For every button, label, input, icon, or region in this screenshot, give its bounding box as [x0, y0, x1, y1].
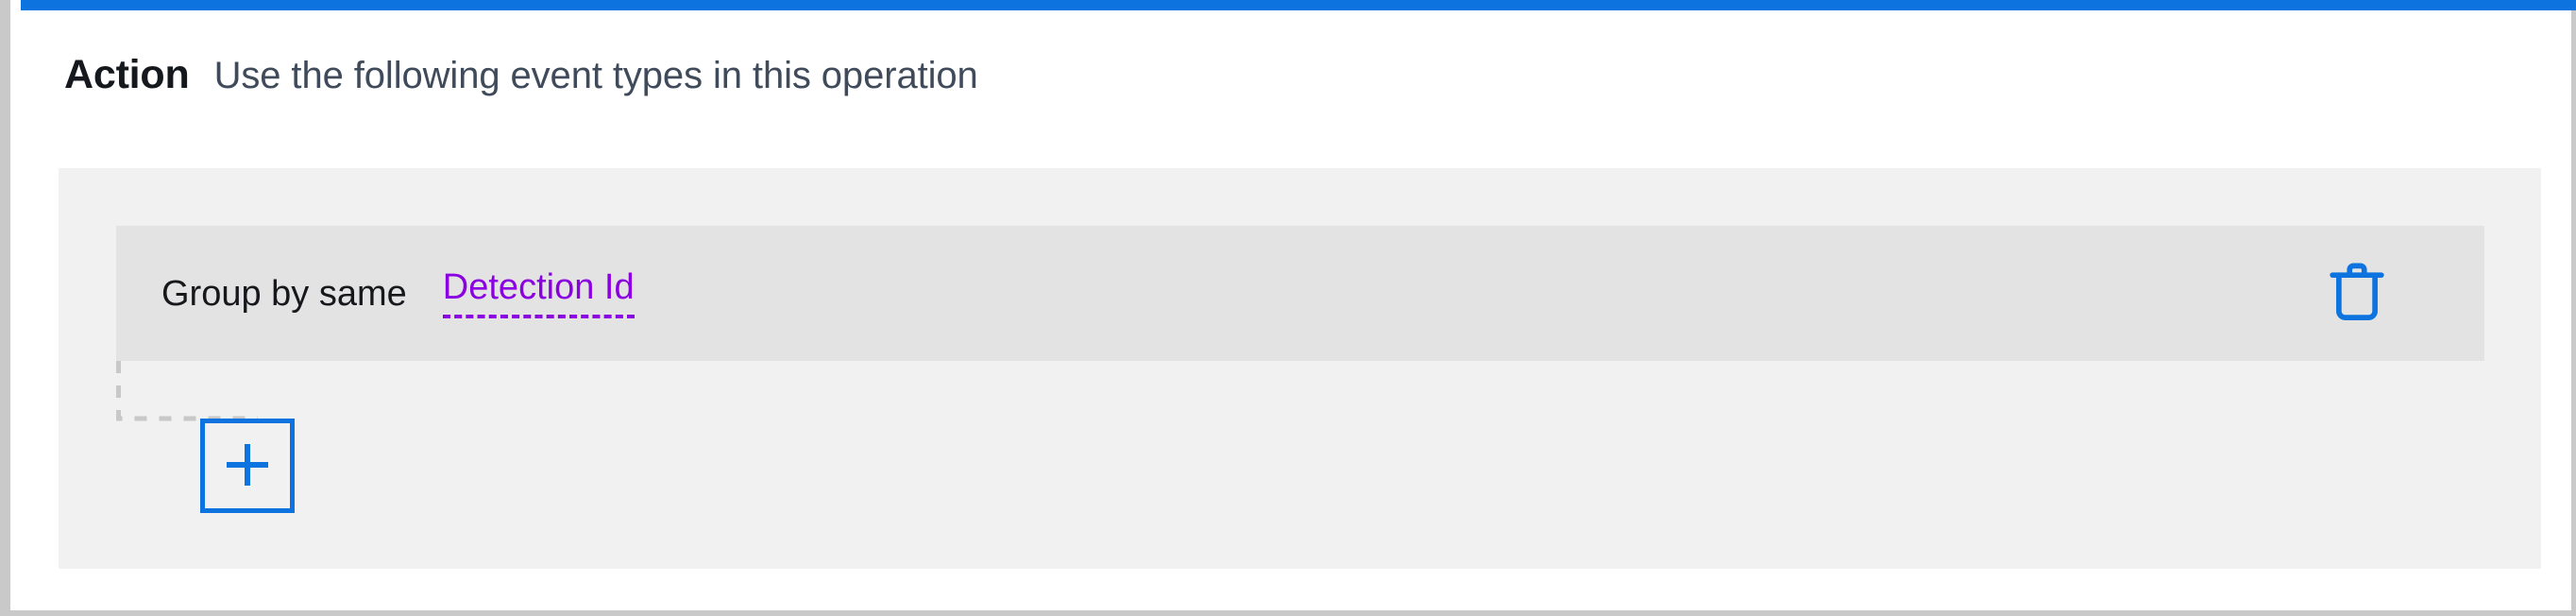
rules-panel: Group by same Detection Id: [59, 168, 2541, 569]
page-title: Action: [64, 52, 190, 97]
page-subtitle: Use the following event types in this op…: [213, 55, 978, 96]
add-condition-button[interactable]: [200, 419, 295, 513]
rule-row-label: Group by same: [161, 273, 407, 314]
rule-field-value[interactable]: Detection Id: [442, 269, 635, 318]
top-accent-bar: [21, 0, 2576, 10]
delete-rule-button[interactable]: [2328, 260, 2386, 328]
plus-icon: [226, 443, 269, 489]
trash-icon: [2328, 258, 2386, 329]
rule-row[interactable]: Group by same Detection Id: [116, 226, 2484, 361]
page-header: Action Use the following event types in …: [64, 55, 978, 95]
